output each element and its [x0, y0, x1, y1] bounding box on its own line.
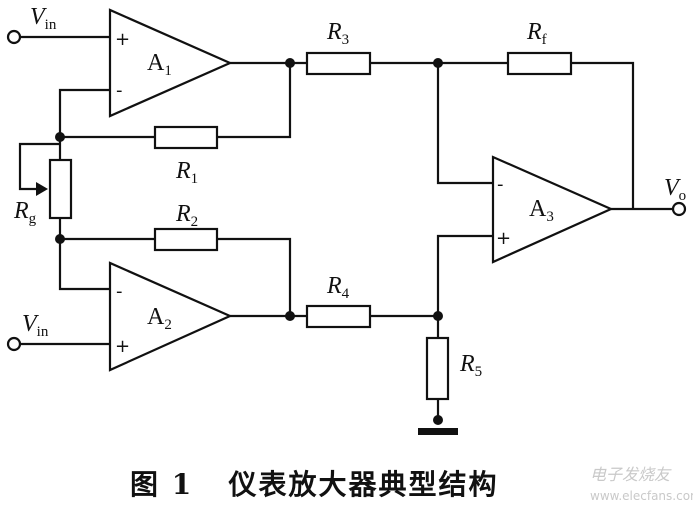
a3-plus-sign: + [496, 228, 511, 249]
wire [58, 239, 110, 291]
rf-label: Rf [526, 19, 547, 48]
vin-bottom-terminal [6, 336, 22, 352]
watermark-text: 电子发烧友 [590, 465, 672, 484]
a1-label: A1 [147, 50, 172, 79]
wire [217, 237, 292, 316]
a2-label: A2 [147, 304, 172, 333]
wire [436, 63, 493, 185]
junction-dot [433, 311, 443, 321]
a1-minus-sign: - [116, 80, 123, 101]
a2-plus-sign: + [115, 336, 130, 357]
rg-label: Rg [13, 198, 37, 227]
vin-bottom-label: Vin [22, 311, 49, 340]
vin-top-terminal [6, 29, 22, 45]
watermark: 电子发烧友 www.elecfans.com [590, 465, 693, 503]
wire [58, 88, 110, 137]
resistor-r2 [153, 227, 219, 252]
op-amp-a2 [108, 261, 233, 372]
r4-label: R4 [326, 273, 350, 302]
r5-label: R5 [459, 351, 482, 380]
junction-dot [433, 58, 443, 68]
a2-minus-sign: - [116, 281, 123, 302]
vo-label: Vo [664, 175, 686, 204]
wire [571, 61, 635, 209]
rg-wiper-arrow [36, 182, 48, 196]
resistor-r1 [153, 125, 219, 150]
resistor-rg [48, 158, 73, 220]
rg-wiper [18, 142, 60, 191]
junction-dot [55, 132, 65, 142]
a3-label: A3 [529, 196, 554, 225]
junction-dot [285, 311, 295, 321]
resistor-rf [506, 51, 573, 76]
watermark-url: www.elecfans.com [590, 489, 693, 503]
figure-caption: 图 1 仪表放大器典型结构 [130, 468, 498, 501]
ground-symbol [418, 428, 458, 435]
junction-dot [55, 234, 65, 244]
a3-minus-sign: - [497, 174, 504, 195]
vo-terminal [671, 201, 687, 217]
junction-dot [433, 415, 443, 425]
wire [217, 63, 292, 139]
resistor-r4 [305, 304, 372, 329]
junction-dot [285, 58, 295, 68]
resistor-r3 [305, 51, 372, 76]
op-amp-a3 [491, 155, 614, 264]
vin-top-label: Vin [30, 4, 57, 33]
r2-label: R2 [175, 201, 198, 230]
wire [436, 234, 493, 316]
resistor-r5 [425, 336, 450, 401]
r1-label: R1 [175, 158, 198, 187]
r3-label: R3 [326, 19, 349, 48]
op-amp-a1 [108, 8, 233, 118]
a1-plus-sign: + [115, 29, 130, 50]
